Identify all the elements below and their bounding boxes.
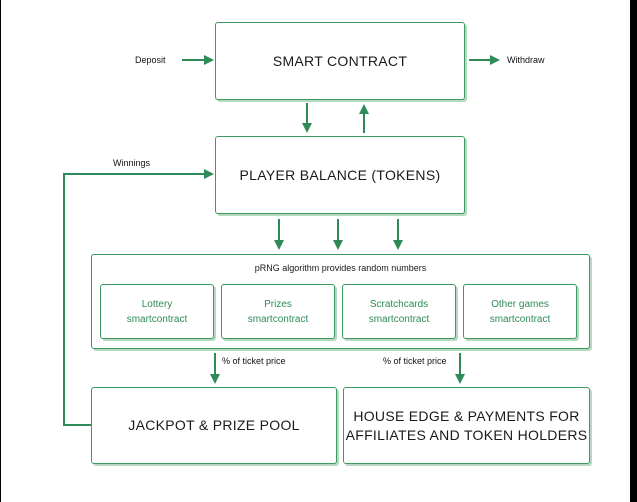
game-name: Scratchcards: [369, 298, 429, 310]
smart-contract-title: SMART CONTRACT: [272, 52, 408, 69]
winnings-label: Winnings: [113, 158, 151, 168]
prng-title: pRNG algorithm provides random numbers: [254, 263, 427, 273]
house-edge-title: HOUSE EDGE & PAYMENTS FOR AFFILIATES AND…: [345, 407, 588, 443]
jackpot-prize-pool-box: JACKPOT & PRIZE POOL: [91, 387, 337, 464]
jackpot-title: JACKPOT & PRIZE POOL: [128, 417, 300, 433]
house-edge-box: HOUSE EDGE & PAYMENTS FOR AFFILIATES AND…: [343, 387, 590, 464]
smart-contract-box: SMART CONTRACT: [215, 22, 465, 100]
game-type: smartcontract: [489, 313, 551, 325]
game-name: Lottery: [141, 298, 173, 310]
deposit-label: Deposit: [135, 55, 166, 65]
frame-right-edge: [630, 0, 637, 502]
game-box-scratchcards: Scratchcards smartcontract: [342, 284, 456, 339]
ticket-price-right-label: % of ticket price: [383, 356, 447, 366]
withdraw-label: Withdraw: [507, 55, 545, 65]
game-box-lottery: Lottery smartcontract: [100, 284, 214, 339]
frame-left-edge: [0, 0, 1, 502]
game-type: smartcontract: [247, 313, 309, 325]
game-name: Other games: [491, 298, 549, 310]
player-balance-box: PLAYER BALANCE (TOKENS): [215, 136, 465, 214]
player-balance-title: PLAYER BALANCE (TOKENS): [239, 166, 441, 183]
game-box-other-games: Other games smartcontract: [463, 284, 577, 339]
winnings-loop-arrow: [63, 169, 214, 426]
ticket-price-left-label: % of ticket price: [222, 356, 286, 366]
game-name: Prizes: [264, 298, 292, 310]
game-type: smartcontract: [368, 313, 430, 325]
game-type: smartcontract: [126, 313, 188, 325]
game-box-prizes: Prizes smartcontract: [221, 284, 335, 339]
